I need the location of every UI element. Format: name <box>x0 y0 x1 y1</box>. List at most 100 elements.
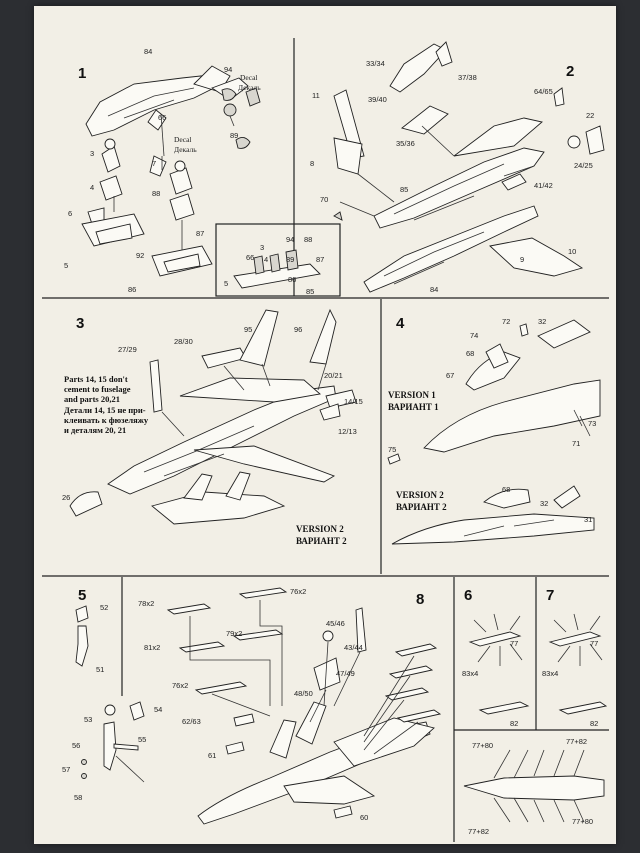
inset-label: 85 <box>306 287 314 296</box>
part-label: 27/29 <box>118 345 137 354</box>
part-label: 67 <box>446 371 454 380</box>
part-label: 85 <box>400 185 408 194</box>
part-label: 43/44 <box>344 643 363 652</box>
step5-drawings <box>75 605 145 783</box>
part-label: 89 <box>230 131 238 140</box>
part-label: 77 <box>590 639 598 648</box>
part-label: 58 <box>74 793 82 802</box>
part-label: 28/30 <box>174 337 193 346</box>
version-label: ВАРИАНТ 1 <box>388 402 439 412</box>
svg-text:и деталям 20, 21: и деталям 20, 21 <box>64 425 126 435</box>
part-label: 82 <box>510 719 518 728</box>
part-label: 73 <box>588 419 596 428</box>
svg-text:cement to fuselage: cement to fuselage <box>64 384 131 394</box>
part-label: 68 <box>466 349 474 358</box>
inset-label: 3 <box>260 243 264 252</box>
decal-note: Decal <box>174 135 192 144</box>
part-label: 32 <box>538 317 546 326</box>
part-label: 62/63 <box>182 717 201 726</box>
inset-label: 87 <box>316 255 324 264</box>
inset-label: 94 <box>286 235 294 244</box>
plan-view-drawing <box>463 749 605 823</box>
part-label: 87 <box>196 229 204 238</box>
step7-drawings <box>548 613 608 715</box>
inset-label: 4 <box>264 255 268 264</box>
part-label: 45/46 <box>326 619 345 628</box>
inset-label: 88 <box>304 235 312 244</box>
decal-note: Декаль <box>238 83 261 92</box>
instruction-sheet: 1 2 3 4 5 8 6 7 84 94 66 7 89 3 4 88 6 <box>34 6 616 844</box>
step-number-3: 3 <box>76 315 84 332</box>
part-label: 48/50 <box>294 689 313 698</box>
part-label: 47/49 <box>336 669 355 678</box>
part-label: 6 <box>68 209 72 218</box>
step3-note: Parts 14, 15 don't cement to fuselage an… <box>64 374 149 435</box>
part-label: 94 <box>224 65 232 74</box>
part-label: 83x4 <box>462 669 478 678</box>
part-label: 41/42 <box>534 181 553 190</box>
version-label: ВАРИАНТ 2 <box>296 536 347 546</box>
part-label: 79x2 <box>226 629 242 638</box>
part-label: 95 <box>244 325 252 334</box>
svg-text:Детали 14, 15 не при-: Детали 14, 15 не при- <box>64 405 146 415</box>
part-label: 88 <box>152 189 160 198</box>
step8-drawings <box>166 587 442 825</box>
inset-label: 89 <box>286 255 294 264</box>
step1-inset-drawing <box>233 249 321 289</box>
part-label: 83x4 <box>542 669 558 678</box>
part-label: 74 <box>470 331 478 340</box>
part-label: 54 <box>154 705 162 714</box>
part-label: 81x2 <box>144 643 160 652</box>
part-label: 26 <box>62 493 70 502</box>
loadout-label: 77+82 <box>468 827 489 836</box>
step-number-6: 6 <box>464 587 472 604</box>
svg-text:клеивать к фюзеляжу: клеивать к фюзеляжу <box>64 415 149 425</box>
part-label: 55 <box>138 735 146 744</box>
part-label: 20/21 <box>324 371 343 380</box>
part-label: 14/15 <box>344 397 363 406</box>
inset-label: 5 <box>224 279 228 288</box>
part-label: 37/38 <box>458 73 477 82</box>
version-label: VERSION 1 <box>388 390 436 400</box>
version-label: VERSION 2 <box>296 524 344 534</box>
part-label: 92 <box>136 251 144 260</box>
part-label: 77 <box>510 639 518 648</box>
part-label: 66 <box>158 113 166 122</box>
svg-text:Parts 14, 15 don't: Parts 14, 15 don't <box>64 374 128 384</box>
part-label: 56 <box>72 741 80 750</box>
part-label: 5 <box>64 261 68 270</box>
svg-text:and parts 20,21: and parts 20,21 <box>64 394 120 404</box>
part-label: 7 <box>152 159 156 168</box>
version-label: ВАРИАНТ 2 <box>396 502 447 512</box>
part-label: 35/36 <box>396 139 415 148</box>
part-label: 60 <box>360 813 368 822</box>
part-label: 64/65 <box>534 87 553 96</box>
part-label: 11 <box>312 91 320 100</box>
part-label: 53 <box>84 715 92 724</box>
part-label: 52 <box>100 603 108 612</box>
part-label: 24/25 <box>574 161 593 170</box>
part-label: 86 <box>128 285 136 294</box>
part-label: 84 <box>144 47 152 56</box>
part-label: 72 <box>502 317 510 326</box>
decal-note: Декаль <box>174 145 197 154</box>
part-label: 57 <box>62 765 70 774</box>
part-label: 51 <box>96 665 104 674</box>
step-number-5: 5 <box>78 587 86 604</box>
step-number-2: 2 <box>566 63 574 80</box>
part-label: 12/13 <box>338 427 357 436</box>
step-number-8: 8 <box>416 591 424 608</box>
part-label: 76x2 <box>172 681 188 690</box>
part-label: 31 <box>584 515 592 524</box>
step-number-4: 4 <box>396 315 405 332</box>
part-label: 82 <box>590 719 598 728</box>
part-label: 84 <box>430 285 438 294</box>
step3-drawings <box>69 308 357 525</box>
part-label: 22 <box>586 111 594 120</box>
panel-dividers <box>42 38 609 842</box>
loadout-label: 77+82 <box>566 737 587 746</box>
part-label: 71 <box>572 439 580 448</box>
part-label: 96 <box>294 325 302 334</box>
decal-note: Decal <box>240 73 258 82</box>
part-label: 32 <box>540 499 548 508</box>
